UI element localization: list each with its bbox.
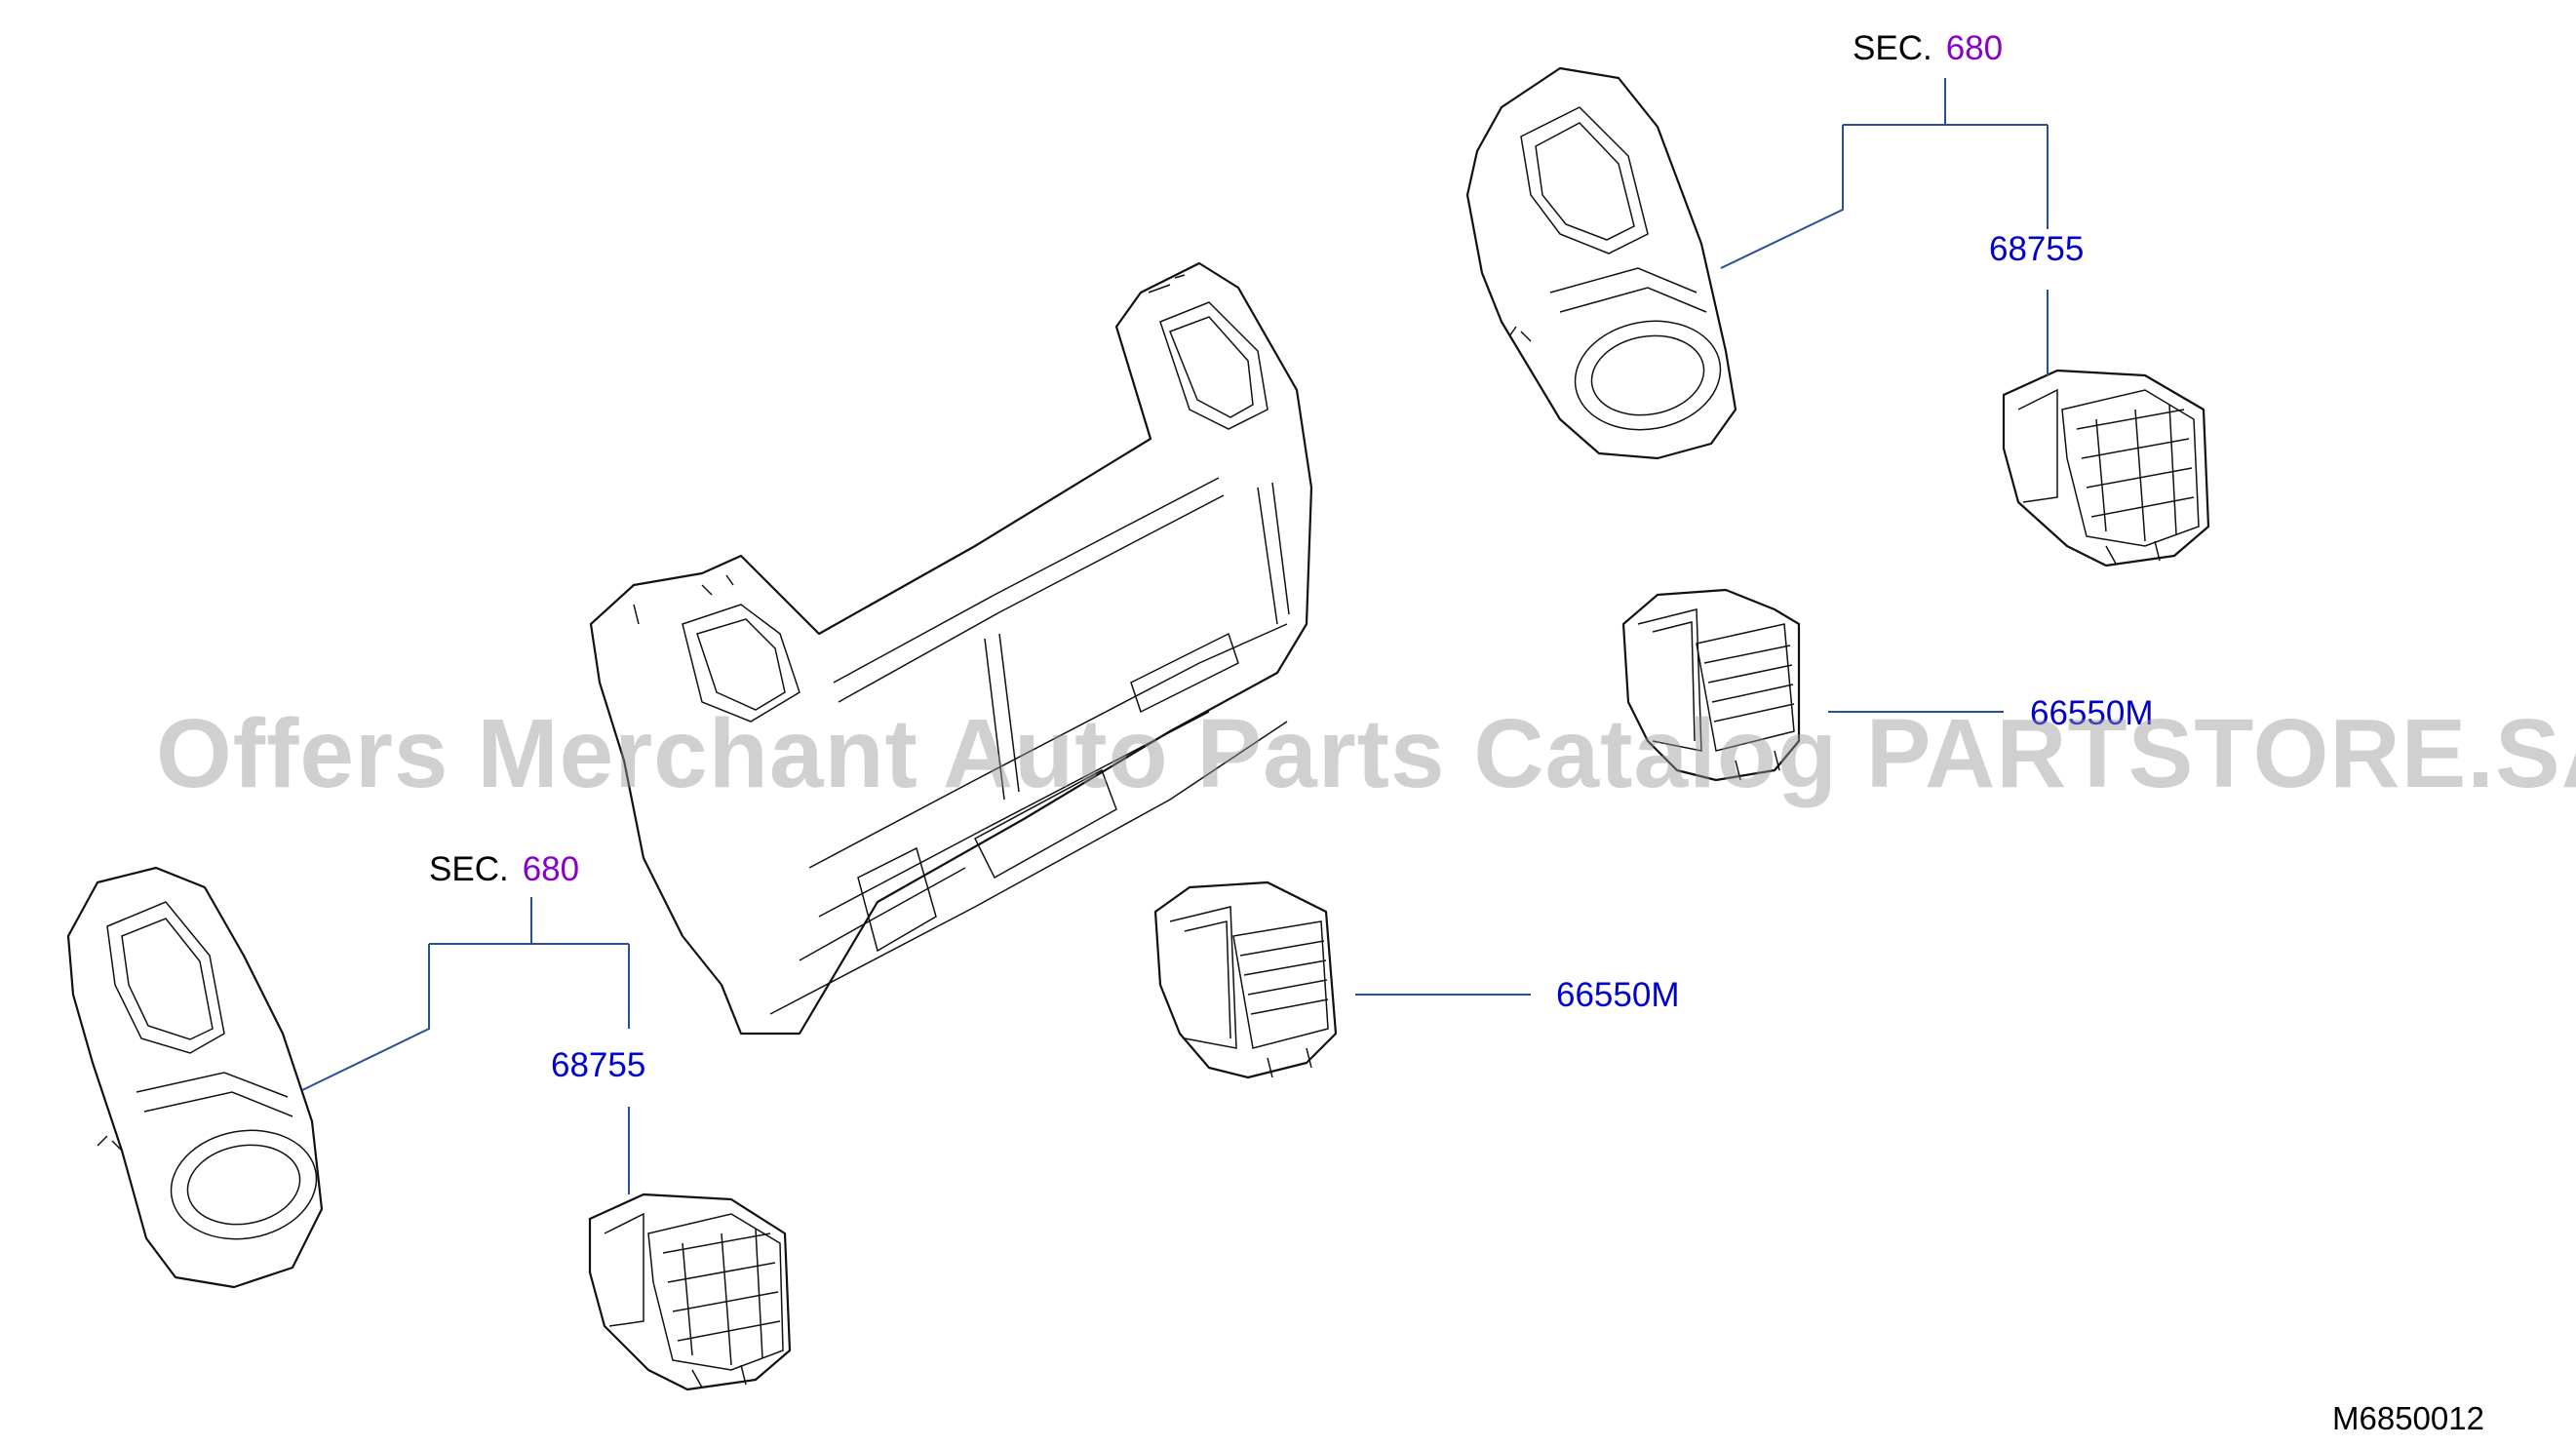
sec-680-label-left[interactable]: SEC. 680 xyxy=(429,852,579,886)
part-68755-label-left[interactable]: 68755 xyxy=(551,1046,646,1084)
sec-680-label-top[interactable]: SEC. 680 xyxy=(1853,31,2003,65)
sec-ref-number[interactable]: 680 xyxy=(1945,29,2004,67)
part-66550m-label-top[interactable]: 66550M xyxy=(2030,694,2154,732)
part-68755-label-top[interactable]: 68755 xyxy=(1989,230,2085,268)
diagram-code: M6850012 xyxy=(2332,1400,2484,1436)
side-finisher-left[interactable] xyxy=(66,866,325,1289)
vent-68755-upper-right[interactable] xyxy=(2002,369,2210,567)
vent-66550m-center[interactable] xyxy=(1153,880,1338,1079)
sec-prefix: SEC. xyxy=(429,850,509,888)
vent-66550m-right[interactable] xyxy=(1621,588,1801,782)
vent-68755-left[interactable] xyxy=(588,1193,792,1391)
leader-lines xyxy=(301,78,2049,1194)
side-finisher-upper-right[interactable] xyxy=(1465,66,1737,460)
sec-ref-number[interactable]: 680 xyxy=(522,850,580,888)
part-66550m-label-mid[interactable]: 66550M xyxy=(1556,976,1680,1014)
center-dash-panel[interactable] xyxy=(589,261,1313,1036)
sec-prefix: SEC. xyxy=(1853,29,1932,67)
